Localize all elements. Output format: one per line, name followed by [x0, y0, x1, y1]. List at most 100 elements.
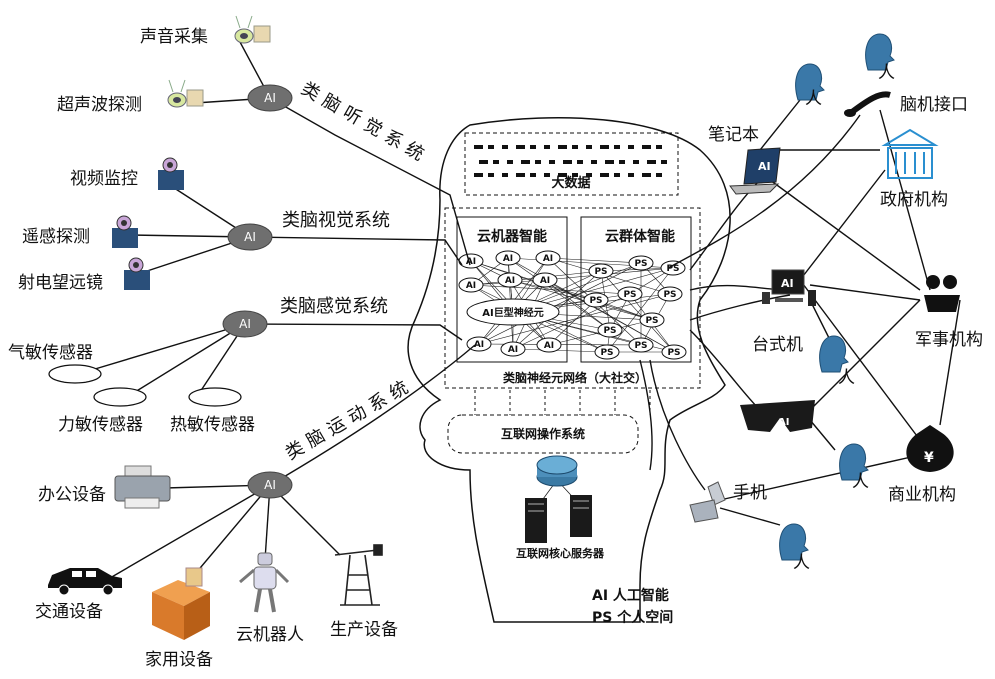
giant-neuron-label: AI巨型神经元	[482, 306, 543, 319]
person-label: 人	[878, 63, 895, 83]
svg-text:AI: AI	[505, 276, 515, 286]
remote-sensing-label: 遥感探测	[22, 227, 90, 247]
internet-os-box	[447, 414, 639, 454]
svg-text:AI: AI	[466, 257, 476, 267]
svg-text:PS: PS	[634, 259, 647, 269]
ai-node: AI	[458, 277, 484, 293]
government-label: 政府机构	[880, 190, 948, 210]
svg-text:AI: AI	[239, 317, 251, 331]
head-outline	[407, 116, 731, 623]
svg-text:AI: AI	[474, 340, 484, 350]
phone-icon	[689, 481, 726, 523]
robot-icon	[239, 552, 290, 613]
gas-sensor-shape	[48, 364, 102, 384]
svg-text:AI: AI	[544, 341, 554, 351]
ai-hub-sensory: AI	[222, 310, 268, 338]
motion-system-label: 类脑运动系统	[282, 374, 417, 464]
office-equipment-label: 办公设备	[38, 485, 106, 505]
vision-system-label: 类脑视觉系统	[282, 210, 390, 231]
person-icon	[839, 443, 869, 481]
svg-text:AI: AI	[244, 230, 256, 244]
person-label: 人	[838, 368, 855, 388]
svg-text:AI: AI	[540, 276, 550, 286]
person-label: 人	[852, 472, 869, 492]
person-label: 人	[805, 89, 822, 109]
business-icon: ¥	[906, 425, 954, 472]
ps-node: PS	[657, 286, 683, 302]
bci-icon	[844, 91, 891, 117]
svg-text:PS: PS	[594, 267, 607, 277]
svg-text:AI: AI	[503, 254, 513, 264]
giant-neuron	[466, 298, 560, 326]
person-label: 人	[793, 553, 810, 573]
cloud-swarm-title: 云群体智能	[605, 228, 675, 245]
cloud-robot-label: 云机器人	[236, 625, 304, 645]
ps-node: PS	[594, 344, 620, 360]
ps-node: PS	[617, 286, 643, 302]
heat-sensor-label: 热敏传感器	[170, 415, 255, 435]
svg-text:¥: ¥	[924, 450, 934, 466]
ps-node: PS	[588, 263, 614, 279]
video-camera-icon	[158, 157, 184, 190]
big-data-dots	[474, 145, 667, 177]
government-icon	[881, 128, 939, 179]
production-equipment-icon	[334, 544, 383, 606]
ps-node: PS	[628, 255, 654, 271]
force-sensor-shape	[93, 387, 147, 407]
gas-sensor-label: 气敏传感器	[8, 343, 93, 363]
vr-glasses-icon: AI	[740, 400, 815, 432]
os-connectors	[474, 390, 651, 415]
traffic-equipment-label: 交通设备	[35, 602, 103, 622]
svg-text:AI: AI	[758, 160, 771, 173]
svg-text:AI: AI	[264, 91, 276, 105]
sound-capture-label: 声音采集	[140, 27, 208, 47]
big-data-label: 大数据	[551, 175, 590, 191]
ultrasonic-label: 超声波探测	[57, 95, 142, 115]
hearing-system-label: 类脑听觉系统	[298, 78, 433, 168]
svg-text:AI: AI	[508, 345, 518, 355]
cloud-machine-title: 云机器智能	[477, 228, 547, 245]
phone-label: 手机	[733, 483, 767, 503]
right-connections	[639, 99, 961, 526]
business-label: 商业机构	[888, 485, 956, 505]
desktop-icon: AI	[762, 269, 816, 306]
ai-node: AI	[500, 341, 526, 357]
svg-text:PS: PS	[603, 326, 616, 336]
ps-node: PS	[597, 322, 623, 338]
military-icon	[924, 275, 960, 312]
ai-node: AI	[532, 272, 558, 288]
laptop-label: 笔记本	[708, 125, 759, 145]
ps-node: PS	[583, 292, 609, 308]
internet-os-label: 互联网操作系统	[501, 426, 585, 441]
legend-ps: PS 个人空间	[592, 609, 673, 626]
heat-sensor-shape	[188, 387, 242, 407]
radio-telescope-label: 射电望远镜	[18, 273, 103, 293]
svg-text:AI: AI	[781, 277, 794, 290]
ultrasonic-sensor-icon	[167, 79, 204, 108]
home-appliance-icon	[152, 567, 210, 640]
ps-node: PS	[661, 344, 687, 360]
car-icon	[48, 568, 122, 596]
ps-node: PS	[639, 312, 665, 328]
ai-node: AI	[495, 250, 521, 266]
ai-node: AI	[497, 272, 523, 288]
remote-sensing-camera-icon	[112, 215, 138, 248]
home-appliance-label: 家用设备	[145, 650, 213, 670]
ps-node: PS	[660, 260, 686, 276]
ai-node: AI	[458, 253, 484, 269]
svg-text:AI: AI	[778, 417, 789, 428]
svg-text:PS: PS	[666, 264, 679, 274]
telescope-camera-icon	[124, 257, 150, 290]
laptop-icon: AI	[729, 147, 781, 195]
svg-text:AI: AI	[543, 254, 553, 264]
big-data-box	[464, 132, 679, 196]
ai-hub-hearing: AI	[247, 84, 293, 112]
svg-text:PS: PS	[663, 290, 676, 300]
desktop-label: 台式机	[752, 335, 803, 355]
svg-text:PS: PS	[589, 296, 602, 306]
sound-sensor-icon	[234, 15, 271, 44]
force-sensor-label: 力敏传感器	[58, 415, 143, 435]
server-icon	[525, 495, 592, 543]
printer-icon	[114, 465, 171, 509]
core-servers-label: 互联网核心服务器	[516, 546, 605, 560]
